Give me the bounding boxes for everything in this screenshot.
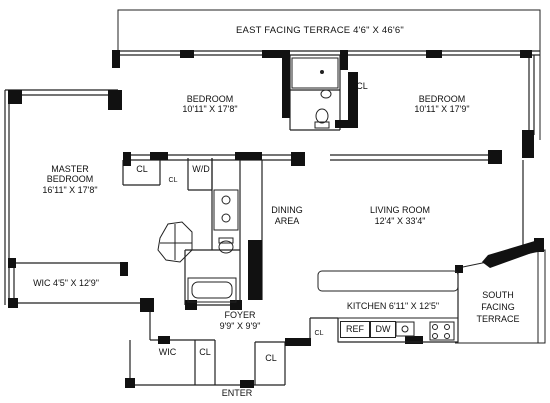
bedroom-1-dims: 10'11" X 17'8" xyxy=(182,104,238,114)
entrance-label: ENTER xyxy=(221,388,253,398)
fixtures xyxy=(157,57,459,343)
closet-kitchen-label: CL xyxy=(314,330,324,337)
bedroom-1-name: BEDROOM xyxy=(186,94,234,104)
master-bedroom-dims: 16'11" X 17'8" xyxy=(42,185,98,195)
wic-foyer-label: WIC xyxy=(158,347,177,357)
closet-foyer-2-label: CL xyxy=(265,353,277,363)
foyer-dims: 9'9" X 9'9" xyxy=(219,321,261,331)
master-bedroom-name-2: BEDROOM xyxy=(46,174,94,184)
dishwasher: DW xyxy=(370,321,396,338)
closet-left-label: CL xyxy=(136,164,148,174)
south-terrace-line-3: TERRACE xyxy=(476,314,520,324)
closet-top-label: CL xyxy=(356,81,368,91)
bedroom-2-name: BEDROOM xyxy=(418,94,466,104)
solid-walls xyxy=(8,50,544,388)
foyer-name: FOYER xyxy=(224,310,256,320)
dining-area-line-2: AREA xyxy=(274,216,300,226)
wic-master-label: WIC 4'5" X 12'9" xyxy=(33,278,99,288)
east-terrace-outline xyxy=(117,9,541,140)
refrigerator: REF xyxy=(340,321,370,338)
south-terrace-line-1: SOUTH xyxy=(482,290,514,300)
thin-walls xyxy=(4,50,540,386)
closet-foyer-1-label: CL xyxy=(199,347,211,357)
south-terrace-line-2: FACING xyxy=(481,302,515,312)
living-room-name: LIVING ROOM xyxy=(369,205,430,215)
living-room-dims: 12'4" X 33'4" xyxy=(374,216,426,226)
dining-area-line-1: DINING xyxy=(271,205,303,215)
bedroom-2-dims: 10'11" X 17'9" xyxy=(414,104,470,114)
east-terrace-label: EAST FACING TERRACE 4'6" X 46'6" xyxy=(236,25,404,36)
kitchen-label: KITCHEN 6'11" X 12'5" xyxy=(346,301,440,311)
washer-dryer-label: W/D xyxy=(192,164,210,174)
master-bedroom-name-1: MASTER xyxy=(51,164,89,174)
closet-small-label: CL xyxy=(168,177,178,184)
